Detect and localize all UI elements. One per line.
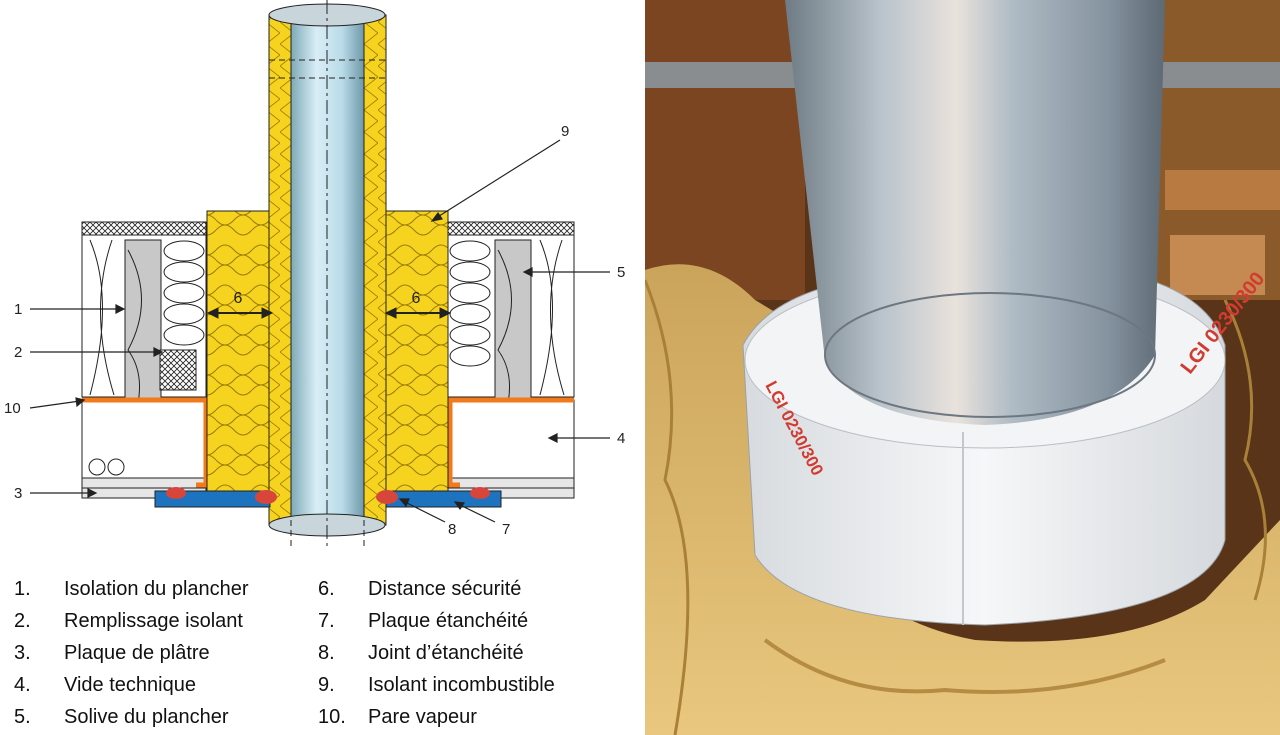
installation-photo: LGI 0230/300 LGI 0230/300 — [645, 0, 1280, 735]
callout-10: 10 — [4, 400, 21, 417]
vapour-barrier-left — [82, 397, 209, 488]
technical-void-right — [447, 399, 575, 479]
callout-5: 5 — [617, 264, 625, 281]
floor-covering — [81, 221, 207, 236]
incombustible-insulation-right — [385, 210, 449, 497]
callout-7: 7 — [502, 521, 510, 538]
distance-marker-right: 6 — [412, 290, 421, 307]
legend: 1.Isolation du plancher 2.Remplissage is… — [14, 578, 555, 728]
chimney-section-diagram: 6 6 1 2 3 4 5 7 8 9 10 — [4, 0, 625, 550]
safety-distance-right — [384, 307, 452, 319]
callout-8: 8 — [448, 521, 456, 538]
callout-1: 1 — [14, 301, 22, 318]
safety-distance-left — [206, 307, 274, 319]
cable-icon — [107, 458, 125, 476]
glass-wool — [645, 264, 1280, 735]
vapour-barrier-right — [447, 397, 574, 488]
chimney-pipe-photo — [785, 0, 1165, 425]
beam — [1170, 235, 1265, 295]
rafter — [645, 0, 805, 300]
cable-icon — [88, 458, 106, 476]
pipe-jacket-right — [363, 14, 387, 526]
beam — [1165, 170, 1280, 210]
callout-9: 9 — [561, 123, 569, 140]
round-batts-left — [163, 240, 205, 346]
distance-marker-left: 6 — [234, 290, 243, 307]
sealing-joints — [166, 487, 490, 504]
callout-4: 4 — [617, 430, 625, 447]
callout-2: 2 — [14, 344, 22, 361]
filler-insulation-left — [159, 349, 197, 391]
pipe-jacket-left — [268, 14, 292, 526]
callout-3: 3 — [14, 485, 22, 502]
incombustible-insulation-left — [206, 210, 270, 497]
floor-covering — [447, 221, 575, 236]
round-batts-right — [449, 240, 491, 367]
